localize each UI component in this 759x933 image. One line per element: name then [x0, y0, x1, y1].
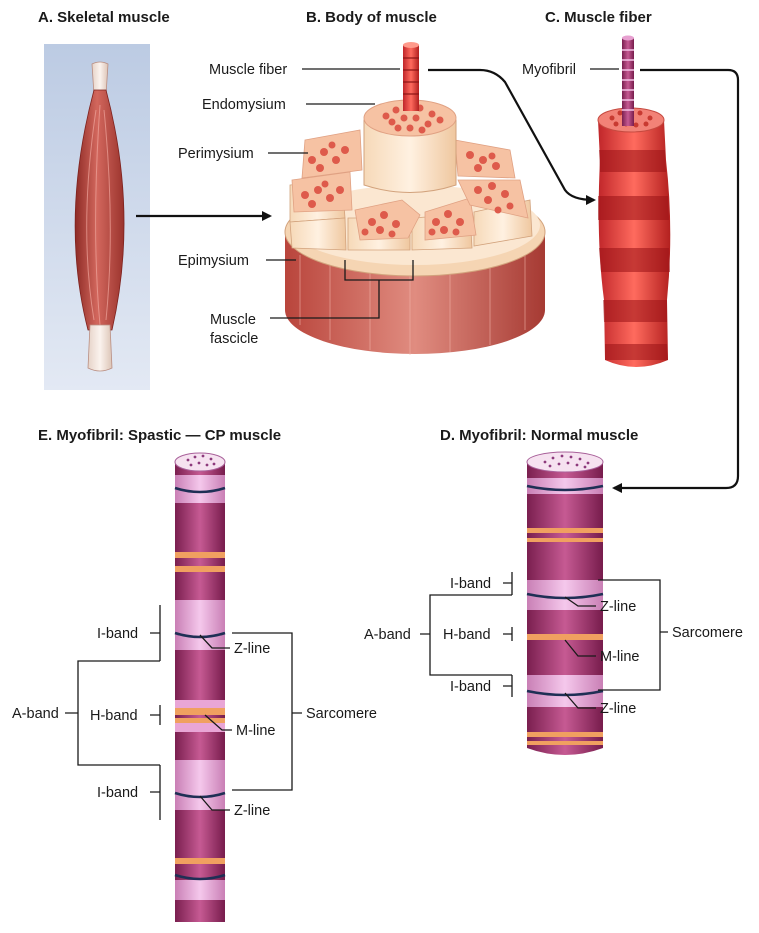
label-e-z-line-top: Z-line — [234, 641, 270, 657]
fascicle-top — [302, 130, 362, 178]
label-muscle-fascicle-line2: fascicle — [210, 331, 258, 347]
label-e-i-band-top: I-band — [97, 626, 138, 642]
myofibril-top — [527, 452, 603, 472]
panel-e-myofibril-spastic — [65, 453, 302, 922]
label-d-a-band: A-band — [364, 627, 411, 643]
fascicle — [290, 218, 346, 250]
label-d-z-line-bottom: Z-line — [600, 701, 636, 717]
panel-d-title: D. Myofibril: Normal muscle — [440, 427, 638, 444]
label-epimysium: Epimysium — [178, 253, 249, 269]
label-muscle-fascicle-line1: Muscle — [210, 312, 256, 328]
myofibril-cylinder — [175, 462, 225, 922]
panel-b-title: B. Body of muscle — [306, 9, 437, 26]
label-d-i-band-bottom: I-band — [450, 679, 491, 695]
label-e-h-band: H-band — [90, 708, 138, 724]
label-d-z-line-top: Z-line — [600, 599, 636, 615]
label-myofibril: Myofibril — [522, 62, 576, 78]
label-e-sarcomere: Sarcomere — [306, 706, 377, 722]
panel-e-title: E. Myofibril: Spastic — CP muscle — [38, 427, 281, 444]
label-muscle-fiber: Muscle fiber — [209, 62, 287, 78]
panel-c-muscle-fiber — [598, 36, 670, 368]
panel-b-muscle-body — [270, 42, 545, 355]
panel-a-title: A. Skeletal muscle — [38, 9, 170, 26]
myofibril-strand — [622, 38, 634, 126]
label-perimysium: Perimysium — [178, 146, 254, 162]
label-e-i-band-bottom: I-band — [97, 785, 138, 801]
label-endomysium: Endomysium — [202, 97, 286, 113]
label-d-h-band: H-band — [443, 627, 491, 643]
label-e-m-line: M-line — [236, 723, 275, 739]
label-d-sarcomere: Sarcomere — [672, 625, 743, 641]
skeletal-muscle-tendon-bottom — [88, 325, 112, 371]
label-e-z-line-bottom: Z-line — [234, 803, 270, 819]
single-muscle-fiber — [403, 45, 419, 111]
panel-c-title: C. Muscle fiber — [545, 9, 652, 26]
label-e-a-band: A-band — [12, 706, 59, 722]
myofibril-top — [175, 453, 225, 471]
label-d-i-band-top: I-band — [450, 576, 491, 592]
panel-a-skeletal-muscle — [44, 44, 150, 390]
label-d-m-line: M-line — [600, 649, 639, 665]
